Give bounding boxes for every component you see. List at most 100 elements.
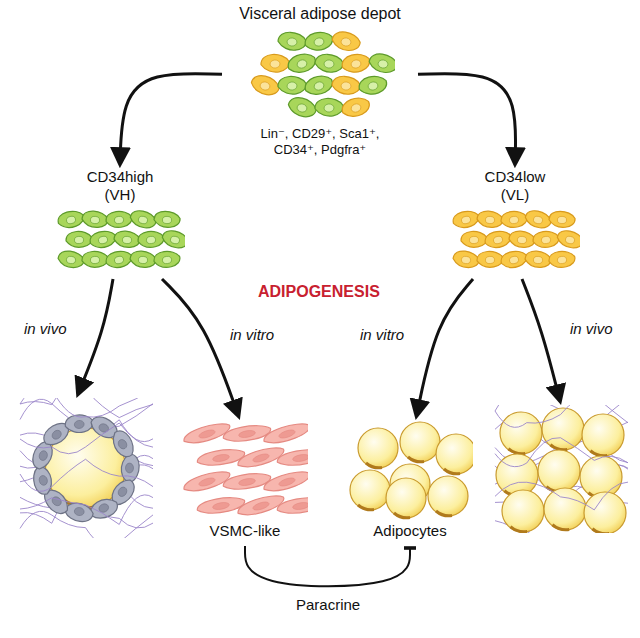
cell-shape xyxy=(340,94,372,120)
matrix-fiber xyxy=(495,438,628,467)
cell-shape xyxy=(315,54,344,73)
cell-shape xyxy=(525,250,552,268)
cell-shape xyxy=(549,211,575,227)
adipocyte xyxy=(500,412,542,454)
cell-illustration xyxy=(55,207,185,275)
cell-shape xyxy=(64,413,94,435)
cell-shape xyxy=(460,230,487,248)
adipocyte-nucleus xyxy=(408,457,424,462)
cell-population xyxy=(490,405,630,533)
edge-label: in vivo xyxy=(568,320,615,337)
cell-shape xyxy=(65,230,92,248)
adipocyte xyxy=(350,470,390,510)
cell-shape xyxy=(82,210,109,228)
cell-shape xyxy=(235,491,285,519)
cell-shape xyxy=(108,427,138,460)
adipocyte-nucleus xyxy=(590,451,607,456)
cell-shape xyxy=(524,209,553,230)
adipocyte xyxy=(428,476,468,516)
matrix-fiber xyxy=(495,482,628,510)
arrow-connector xyxy=(78,279,113,394)
cell-illustration xyxy=(245,26,395,126)
cell-shape xyxy=(368,52,395,74)
adipocyte-nucleus xyxy=(552,525,569,530)
cell-shape xyxy=(57,250,85,269)
edge-label: in vitro xyxy=(358,326,406,343)
cell-shape xyxy=(278,32,307,51)
adipocyte-nucleus xyxy=(508,449,525,454)
matrix-fiber xyxy=(20,495,153,525)
adipocyte xyxy=(386,478,426,518)
cell-shape xyxy=(137,230,165,249)
arrow-connector xyxy=(417,279,474,416)
cell-shape xyxy=(331,30,362,52)
cell-population: CD34low (VL) xyxy=(445,168,585,275)
adipocyte xyxy=(400,422,440,462)
cell-shape xyxy=(500,210,528,229)
cell-shape xyxy=(129,209,158,230)
adipocyte xyxy=(584,492,626,533)
cell-shape xyxy=(153,250,181,269)
arrow-connector xyxy=(522,279,560,401)
cell-shape xyxy=(452,250,480,269)
adipocyte xyxy=(544,488,586,530)
inhibition-connector xyxy=(245,546,410,586)
cell-shape xyxy=(81,250,108,268)
arrow-connector xyxy=(162,279,239,416)
population-label: CD34high (VH) xyxy=(80,168,160,204)
matrix-fiber xyxy=(20,423,153,454)
cell-shape xyxy=(114,230,141,248)
cell-shape xyxy=(278,76,307,95)
cell-shape xyxy=(303,29,335,53)
adipocyte-nucleus xyxy=(436,511,452,516)
population-label: CD34low (VL) xyxy=(475,168,555,204)
matrix-fiber xyxy=(20,398,153,418)
population-label: Adipocytes xyxy=(345,522,475,540)
cell-shape xyxy=(303,72,335,98)
arrow-connector xyxy=(120,74,222,164)
adipocyte-nucleus xyxy=(510,527,527,532)
adipocyte-nucleus xyxy=(366,463,382,468)
adipocyte-nucleus xyxy=(394,513,410,518)
cell-shape xyxy=(249,73,281,97)
cell-shape xyxy=(30,465,55,497)
cell-shape xyxy=(130,250,157,268)
cell-shape xyxy=(286,95,318,119)
cell-shape xyxy=(357,73,389,97)
cell-shape xyxy=(154,211,180,227)
cell-illustration xyxy=(450,207,580,275)
marker-list: Lin⁻, CD29⁺, Sca1⁺, CD34⁺, Pdgfra⁺ xyxy=(238,126,403,157)
population-label: VSMC-like xyxy=(180,522,310,540)
arrow-connector xyxy=(418,74,516,164)
cell-shape xyxy=(483,228,512,250)
adipocyte-nucleus xyxy=(550,445,567,450)
adipocyte-nucleus xyxy=(592,529,609,533)
cell-population: VSMC-like xyxy=(180,420,310,540)
cell-shape xyxy=(509,230,536,248)
cell-shape xyxy=(161,229,185,250)
adipocyte xyxy=(538,450,580,492)
cell-shape xyxy=(261,467,307,495)
cell-illustration xyxy=(18,398,153,538)
adipocyte xyxy=(542,408,584,450)
cell-shape xyxy=(548,250,576,269)
cell-shape xyxy=(88,228,117,250)
edge-label: in vivo xyxy=(22,320,69,337)
cell-shape xyxy=(63,501,93,523)
cell-shape xyxy=(235,443,285,471)
cell-illustration xyxy=(493,405,628,533)
edge-label: Paracrine xyxy=(294,596,362,613)
cell-shape xyxy=(56,208,85,230)
cell-shape xyxy=(477,210,504,228)
adipocyte xyxy=(582,414,624,456)
adipocyte xyxy=(580,456,622,498)
cell-shape xyxy=(340,51,372,75)
process-label: ADIPOGENESIS xyxy=(258,283,380,301)
adipocyte xyxy=(358,428,398,468)
adipocyte-nucleus xyxy=(358,505,374,510)
adipocyte-nucleus xyxy=(444,469,460,474)
cell-shape xyxy=(451,208,480,230)
matrix-fiber xyxy=(20,459,153,491)
